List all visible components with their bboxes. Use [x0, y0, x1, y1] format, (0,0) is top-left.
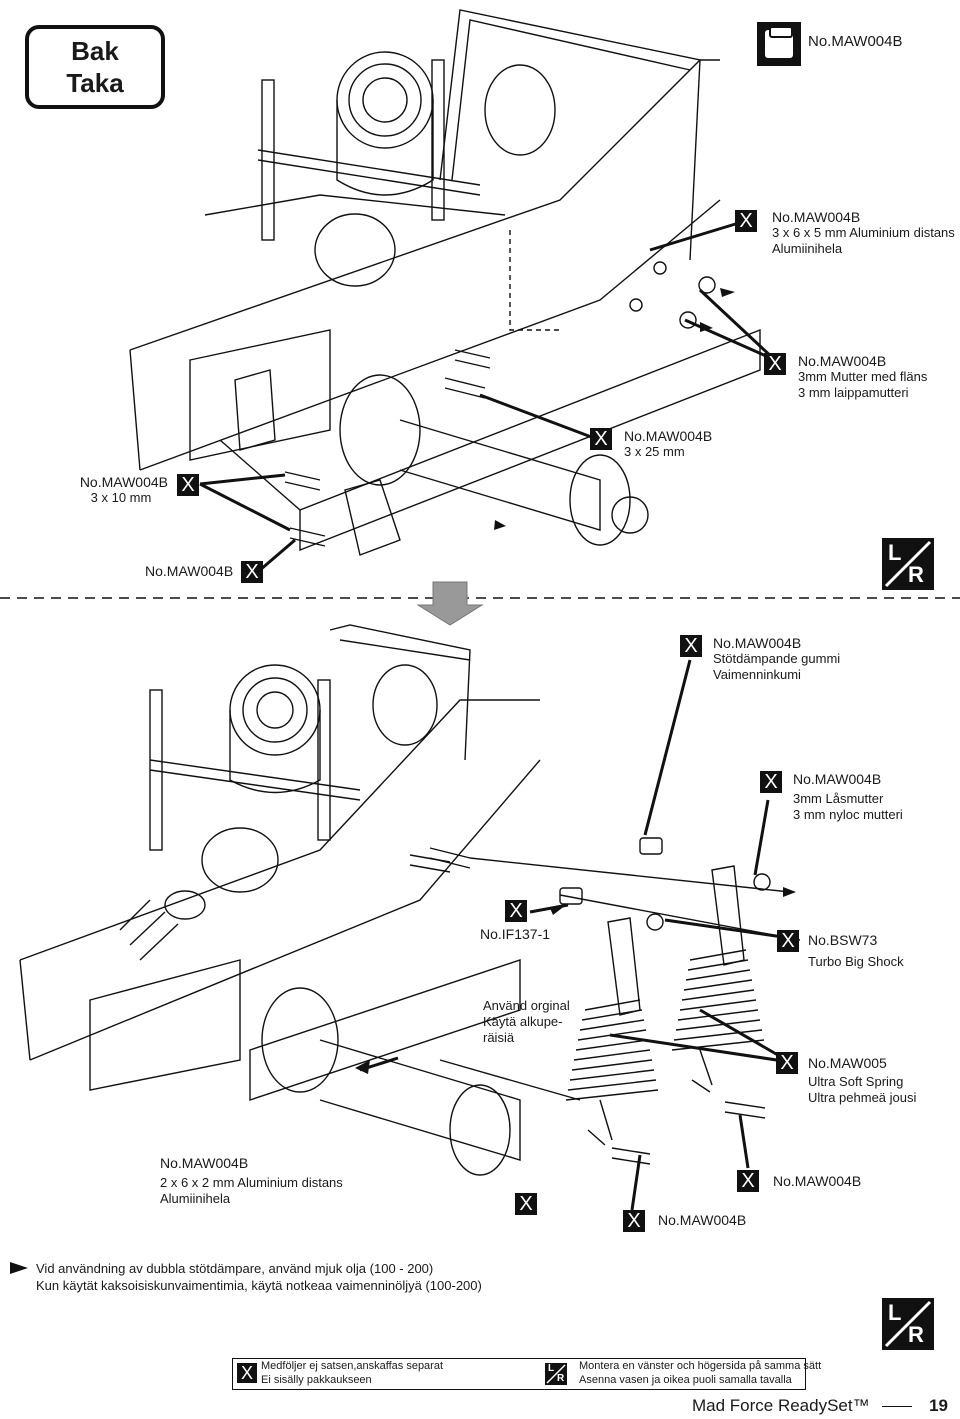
- section-badge: Bak Taka: [25, 25, 165, 109]
- callout-code: No.MAW004B: [713, 635, 802, 651]
- callout-text: 3 mm laippamutteri: [798, 385, 909, 400]
- callout-text: Alumiinihela: [772, 241, 843, 256]
- callout-maw005: No.MAW005 Ultra Soft Spring Ultra pehmeä…: [808, 1055, 916, 1106]
- section-title-fi: Taka: [66, 68, 124, 98]
- header-part-code: No.MAW004B: [808, 33, 903, 50]
- callout-spacer: No.MAW004B 3 x 6 x 5 mm Aluminium distan…: [772, 209, 955, 257]
- manual-title: Mad Force ReadySet™: [691, 1396, 870, 1415]
- not-included-icon: X: [505, 900, 527, 922]
- callout-rubber: No.MAW004B Stötdämpande gummi Vaimennink…: [713, 635, 840, 683]
- not-included-icon: X: [623, 1210, 645, 1232]
- callout-text: Stötdämpande gummi: [713, 651, 841, 666]
- section-title-sv: Bak: [71, 36, 119, 66]
- callout-code: No.MAW004B: [772, 209, 861, 225]
- not-included-icon: X: [737, 1170, 759, 1192]
- callout-screw-a: No.MAW004B: [658, 1212, 746, 1228]
- callout-lower-screw: No.MAW004B: [145, 563, 233, 579]
- not-included-icon: X: [777, 930, 799, 952]
- left-right-icon: L R: [882, 538, 934, 590]
- callout-code: No.IF137-1: [480, 926, 551, 942]
- callout-code: No.MAW004B: [79, 474, 168, 490]
- page-number: 19: [929, 1396, 948, 1415]
- callout-screw-25: No.MAW004B 3 x 25 mm: [624, 428, 712, 460]
- callout-code: No.MAW005: [808, 1055, 887, 1071]
- kit-bag-icon: [757, 22, 801, 66]
- callout-screw-b: No.MAW004B: [773, 1173, 861, 1189]
- callout-code: No.MAW004B: [658, 1212, 747, 1228]
- callout-code: No.BSW73: [808, 932, 878, 948]
- callout-bsw73: No.BSW73 Turbo Big Shock: [808, 932, 904, 970]
- callout-text: 3 x 6 x 5 mm Aluminium distans: [772, 225, 955, 240]
- callout-screw-10: No.MAW004B 3 x 10 mm: [74, 474, 168, 506]
- legend-box: X Medföljer ej satsen,anskaffas separat …: [232, 1358, 821, 1390]
- left-right-icon: L R: [545, 1363, 567, 1385]
- callout-spacer-2: No.MAW004B 2 x 6 x 2 mm Aluminium distan…: [160, 1155, 343, 1207]
- callout-text: Turbo Big Shock: [808, 954, 904, 969]
- callout-text: 3 x 10 mm: [90, 490, 152, 505]
- callout-text: Käytä alkupe-: [483, 1014, 563, 1029]
- callout-text: 2 x 6 x 2 mm Aluminium distans: [160, 1175, 343, 1190]
- callout-text: 3mm Mutter med fläns: [798, 369, 928, 384]
- callout-code: No.MAW004B: [773, 1173, 862, 1189]
- page-footer: Mad Force ReadySet™ 19: [692, 1396, 948, 1416]
- callout-text: räisiä: [483, 1030, 515, 1045]
- callout-if137: No.IF137-1: [480, 926, 550, 942]
- not-included-icon: X: [177, 474, 199, 496]
- note-arrow-icon: [10, 1262, 28, 1274]
- not-included-icon: X: [241, 561, 263, 583]
- callout-text: 3 x 25 mm: [624, 444, 685, 459]
- callout-code: No.MAW004B: [798, 353, 887, 369]
- callout-code: No.MAW004B: [145, 563, 234, 579]
- callout-code: No.MAW004B: [160, 1155, 249, 1171]
- callout-text: Ultra pehmeä jousi: [808, 1090, 917, 1105]
- legend-left-right: Montera en vänster och högersida på samm…: [579, 1360, 822, 1386]
- legend-not-included: Medföljer ej satsen,anskaffas separat Ei…: [261, 1360, 444, 1386]
- not-included-icon: X: [515, 1193, 537, 1215]
- callout-flange-nut: No.MAW004B 3mm Mutter med fläns 3 mm lai…: [798, 353, 927, 401]
- callout-locknut: No.MAW004B 3mm Låsmutter 3 mm nyloc mutt…: [793, 771, 903, 823]
- callout-code: No.MAW004B: [624, 428, 713, 444]
- not-included-icon: X: [735, 210, 757, 232]
- not-included-icon: X: [760, 771, 782, 793]
- note-line-sv: Vid användning av dubbla stötdämpare, an…: [36, 1261, 434, 1276]
- not-included-icon: X: [680, 635, 702, 657]
- oil-note: Vid användning av dubbla stötdämpare, an…: [36, 1260, 482, 1294]
- not-included-icon: X: [237, 1363, 257, 1383]
- not-included-icon: X: [590, 428, 612, 450]
- callout-text: 3mm Låsmutter: [793, 791, 884, 806]
- callout-text: 3 mm nyloc mutteri: [793, 807, 903, 822]
- callout-use-original: Använd orginal Käytä alkupe- räisiä: [483, 998, 570, 1046]
- callout-text: Vaimenninkumi: [713, 667, 801, 682]
- not-included-icon: X: [776, 1052, 798, 1074]
- callout-text: Använd orginal: [483, 998, 570, 1013]
- callout-text: Alumiinihela: [160, 1191, 231, 1206]
- callout-code: No.MAW004B: [793, 771, 882, 787]
- left-right-icon: L R: [882, 1298, 934, 1350]
- callout-text: Ultra Soft Spring: [808, 1074, 904, 1089]
- not-included-icon: X: [764, 353, 786, 375]
- note-line-fi: Kun käytät kaksoisiskunvaimentimia, käyt…: [36, 1278, 482, 1293]
